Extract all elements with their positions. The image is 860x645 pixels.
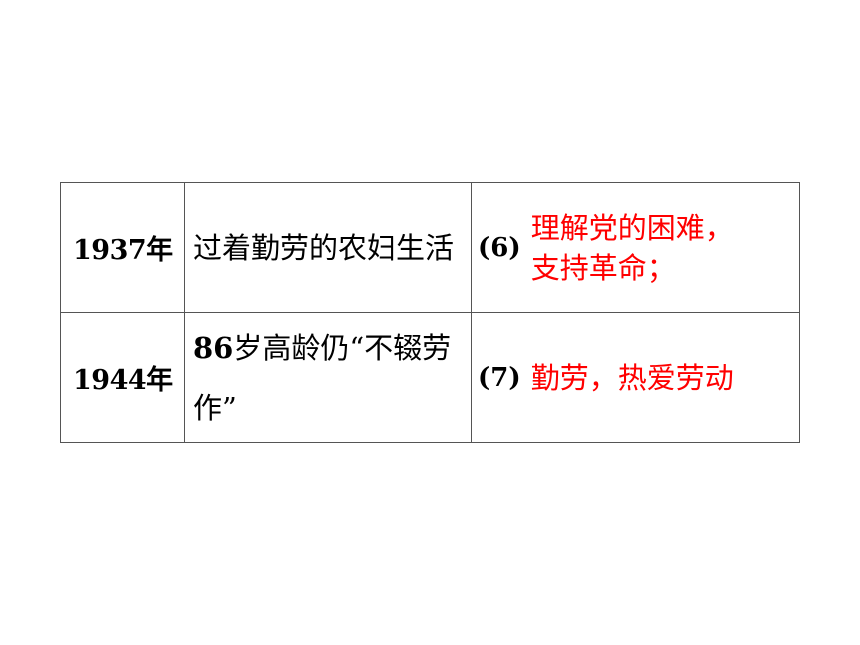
answer-text: 理解党的困难， 支持革命； bbox=[531, 208, 734, 288]
answer-wrap: (6) 理解党的困难， 支持革命； bbox=[478, 208, 799, 288]
table-row: 1937年 过着勤劳的农妇生活 (6) 理解党的困难， 支持革命； bbox=[60, 182, 800, 313]
answer-cell: (7) 勤劳，热爱劳动 bbox=[471, 312, 800, 443]
question-number: (6) bbox=[478, 232, 521, 263]
answer-wrap: (7) 勤劳，热爱劳动 bbox=[478, 358, 799, 398]
year-cell: 1944年 bbox=[60, 312, 185, 443]
answer-line: 勤劳，热爱劳动 bbox=[530, 360, 734, 395]
answer-cell: (6) 理解党的困难， 支持革命； bbox=[471, 182, 800, 313]
question-number: (7) bbox=[478, 362, 521, 393]
timeline-table: 1937年 过着勤劳的农妇生活 (6) 理解党的困难， 支持革命； 1944年 … bbox=[60, 182, 800, 443]
event-number: 86 bbox=[193, 330, 234, 365]
answer-line: 理解党的困难， bbox=[530, 210, 734, 245]
event-text: 岁高龄仍“不辍劳作” bbox=[193, 330, 452, 425]
event-cell: 86岁高龄仍“不辍劳作” bbox=[184, 312, 472, 443]
table-row: 1944年 86岁高龄仍“不辍劳作” (7) 勤劳，热爱劳动 bbox=[60, 312, 800, 443]
answer-line: 支持革命； bbox=[530, 250, 676, 285]
year-cell: 1937年 bbox=[60, 182, 185, 313]
event-cell: 过着勤劳的农妇生活 bbox=[184, 182, 472, 313]
answer-text: 勤劳，热爱劳动 bbox=[531, 358, 734, 398]
